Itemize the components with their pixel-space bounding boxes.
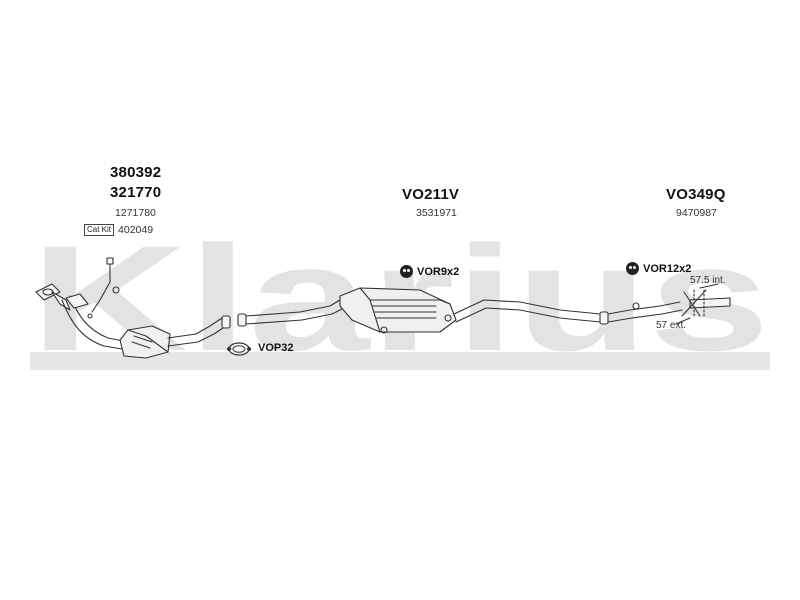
catkit-ref: 402049 bbox=[118, 224, 154, 236]
callout-clamp: VOP32 bbox=[258, 342, 293, 354]
rubber-mount-icon bbox=[400, 265, 413, 278]
watermark-band bbox=[30, 352, 770, 370]
front-flange bbox=[35, 283, 71, 311]
dimension-internal: 57.5 int. bbox=[690, 275, 726, 286]
clamp-icon bbox=[227, 342, 251, 356]
catalyst-code-2: 321770 bbox=[110, 184, 162, 201]
front-pipe bbox=[61, 293, 129, 351]
catalyst-oe-ref: 1271780 bbox=[115, 207, 156, 219]
rear-silencer-code: VO349Q bbox=[666, 186, 726, 203]
callout-rubber-rear: VOR12x2 bbox=[626, 262, 691, 275]
middle-silencer-oe-ref: 3531971 bbox=[416, 207, 457, 219]
callout-clamp-label: VOP32 bbox=[258, 342, 294, 354]
rear-pipe bbox=[453, 299, 683, 325]
rear-silencer-oe-ref: 9470987 bbox=[676, 207, 717, 219]
callout-rubber-mid: VOR9x2 bbox=[400, 265, 459, 278]
rubber-mount-icon bbox=[626, 262, 639, 275]
catkit-row: Cat Kit 402049 bbox=[84, 224, 153, 236]
callout-rubber-rear-label: VOR12x2 bbox=[643, 262, 692, 275]
intermediate-pipe bbox=[167, 299, 345, 347]
catalyst-code-1: 380392 bbox=[110, 164, 162, 181]
callout-rubber-mid-label: VOR9x2 bbox=[417, 265, 460, 278]
catalyst bbox=[119, 325, 171, 359]
lambda-sensor bbox=[87, 257, 120, 319]
tail-section bbox=[675, 283, 731, 325]
dimension-external: 57 ext. bbox=[656, 320, 687, 331]
middle-silencer bbox=[339, 287, 457, 334]
middle-silencer-code: VO211V bbox=[402, 186, 460, 203]
catkit-badge: Cat Kit bbox=[84, 224, 115, 236]
